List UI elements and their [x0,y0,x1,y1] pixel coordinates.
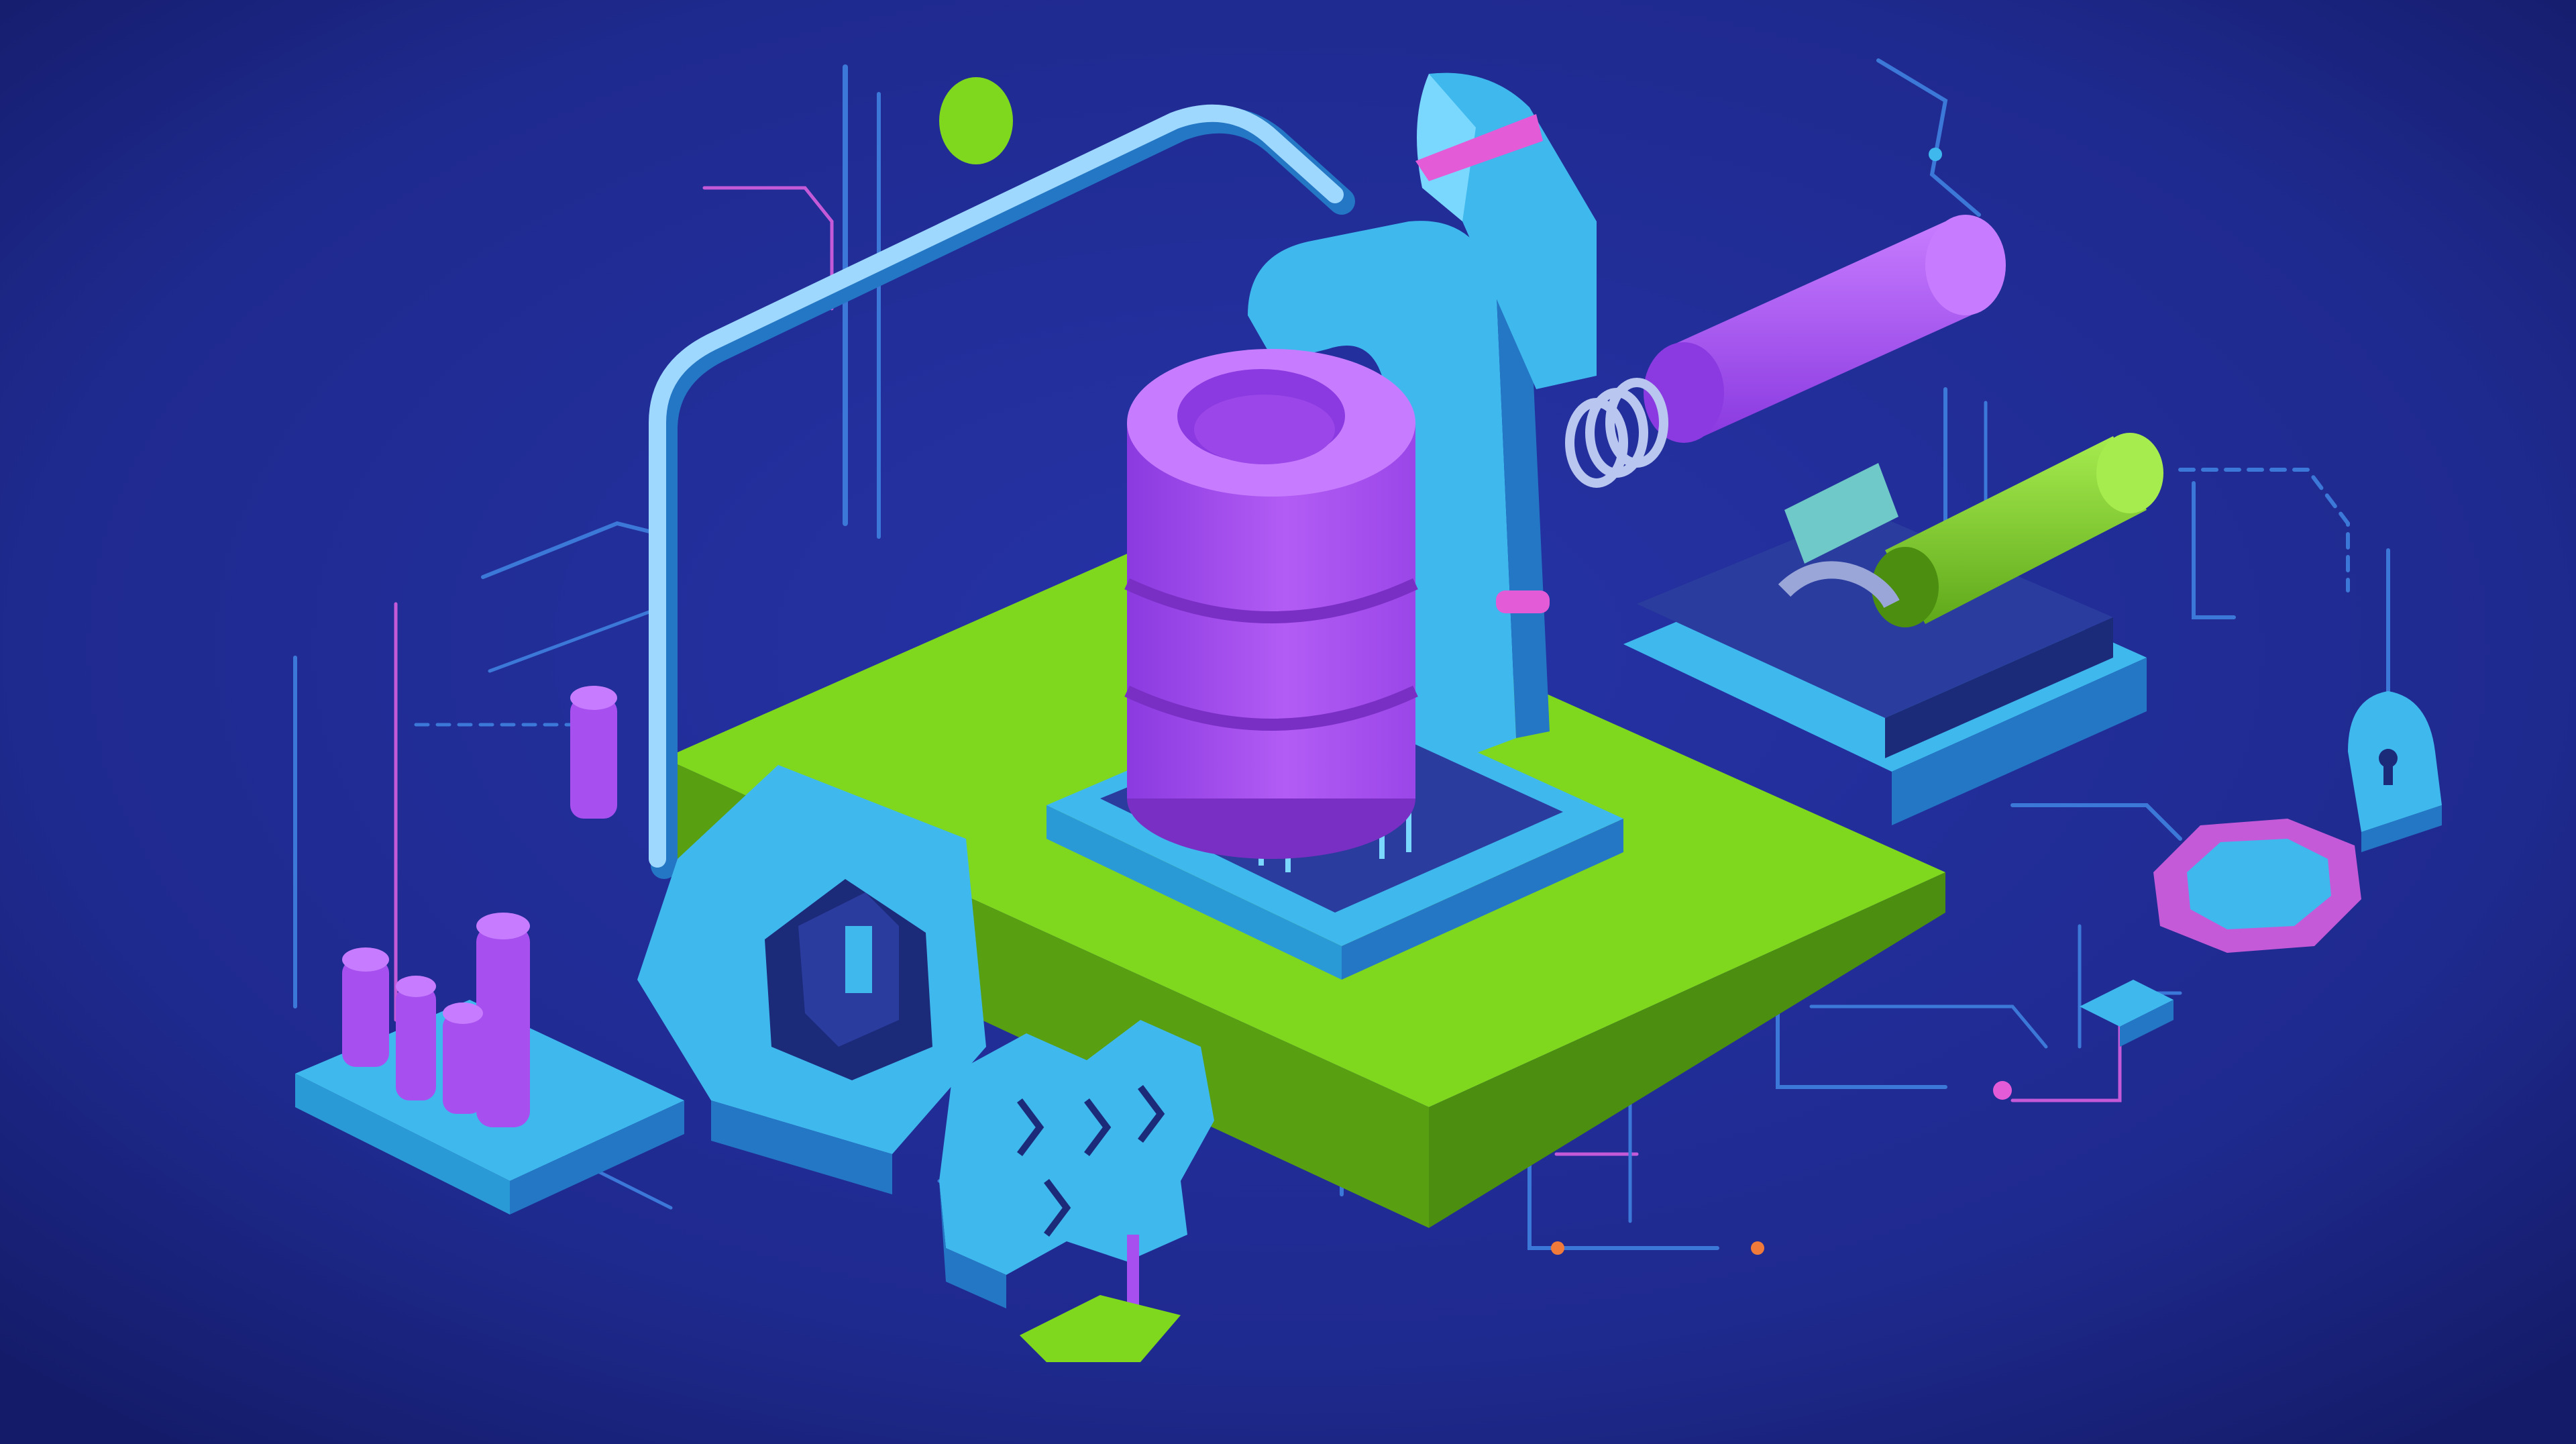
roller-green [1778,433,2163,627]
circuit-lines [293,58,2390,1250]
circuit-nodes [939,77,2012,1255]
hexagon-puzzle-icon [939,1020,1214,1362]
right-machine-base [1623,510,2147,825]
octagon-ring-icon [2153,819,2361,953]
padlock-icon [2348,691,2442,852]
left-small-platform [295,686,684,1215]
pillar-arch [1248,72,1597,778]
roller-purple [1565,215,2006,488]
stacked-cylinder-icon [1124,349,1418,859]
cyan-octagon-block [637,765,986,1194]
right-chip [2080,980,2174,1047]
arch-pipe [649,104,1355,879]
